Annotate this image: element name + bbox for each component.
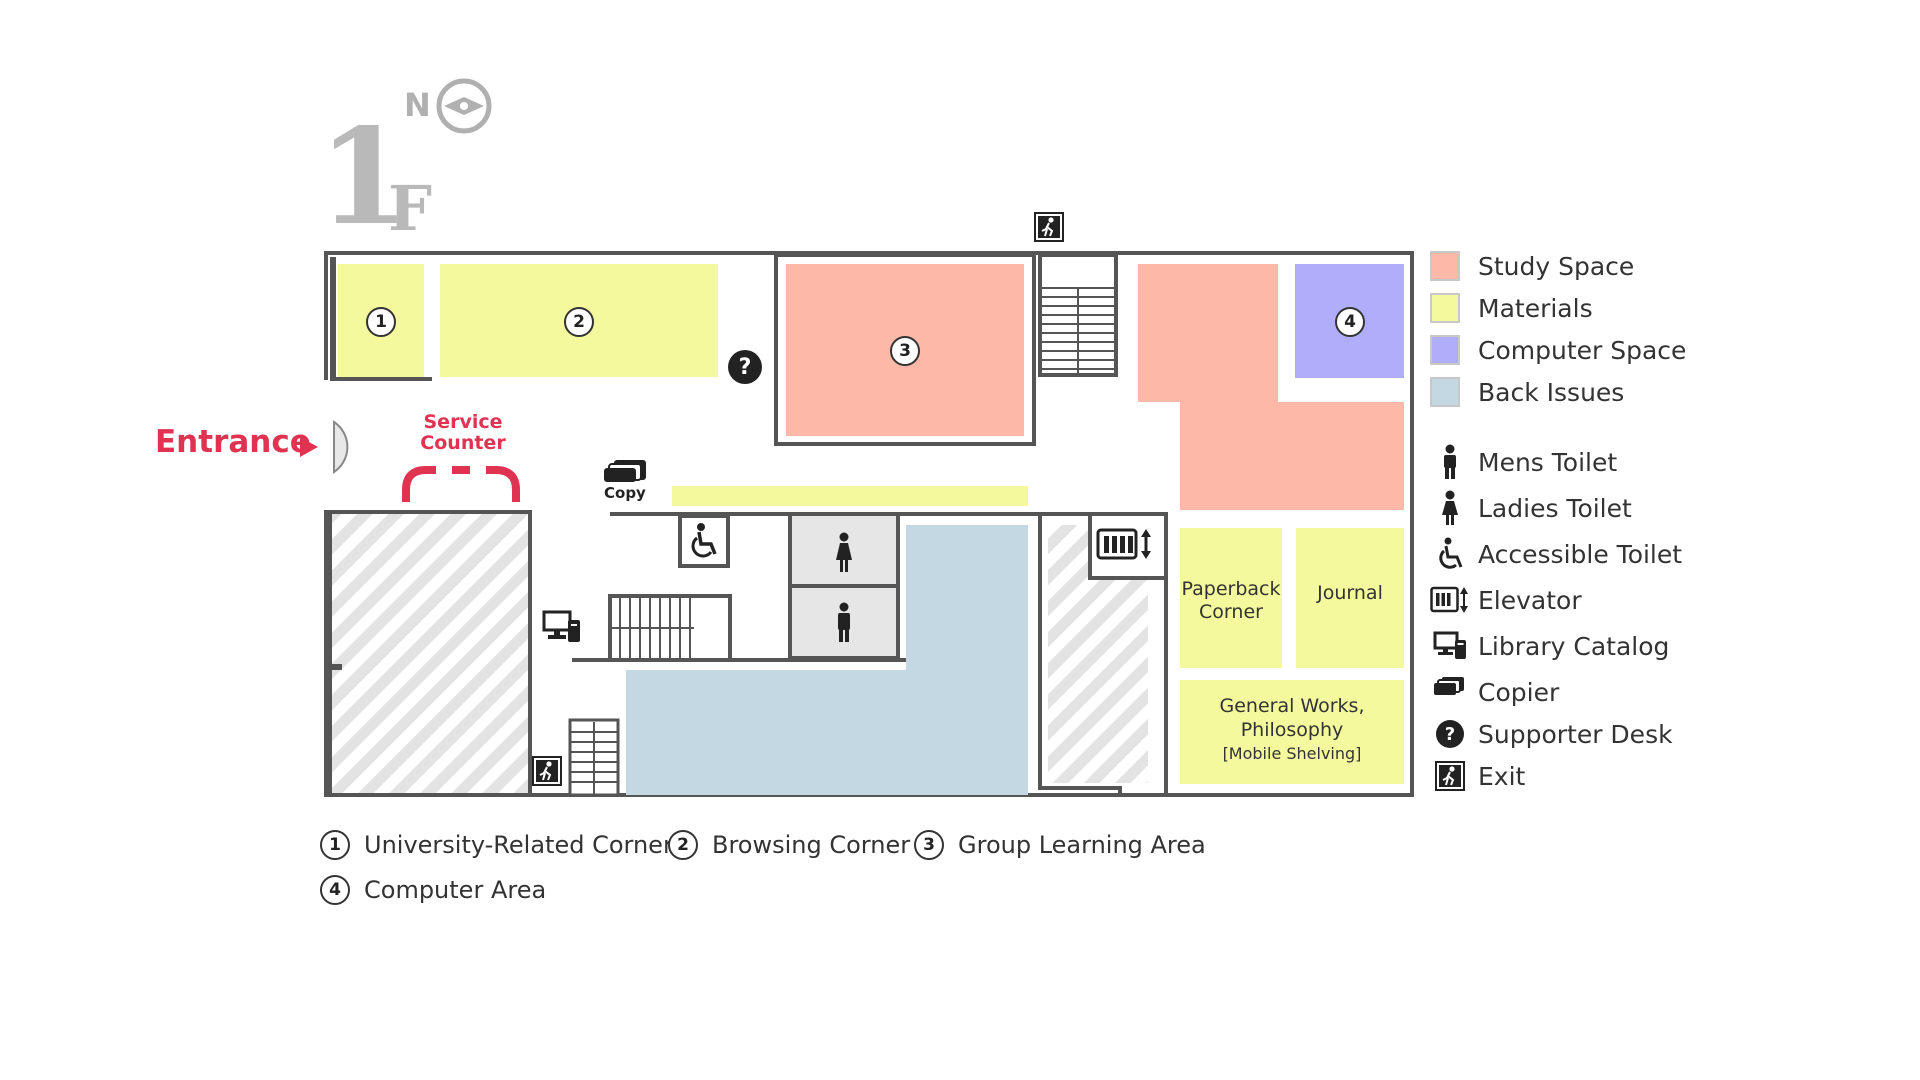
elevator-icon (1096, 528, 1151, 560)
service-counter-label: Service Counter (408, 412, 518, 454)
supporter-desk-icon: ? (1430, 716, 1470, 752)
note-3-label: Group Learning Area (958, 831, 1206, 859)
swatch-study (1430, 251, 1460, 281)
legend-elevator: Elevator (1430, 582, 1582, 618)
exit-icon-south (532, 756, 562, 786)
legend-supporter-desk: ? Supporter Desk (1430, 716, 1673, 752)
copier-map-label: Copy (604, 484, 646, 502)
journal-label: Journal (1317, 582, 1383, 604)
general-line1: General Works, (1219, 695, 1365, 717)
legend-supporter-text: Supporter Desk (1478, 719, 1673, 749)
copier-map: Copy (604, 458, 650, 501)
paperback-line2: Corner (1199, 601, 1263, 623)
note-4: 4 Computer Area (320, 875, 546, 905)
service-counter-right (486, 466, 520, 502)
paperback-corner-label: Paperback Corner (1180, 578, 1282, 624)
service-counter-left (402, 466, 436, 502)
compass-icon (436, 78, 492, 134)
room-general-works (1180, 680, 1404, 784)
legend-materials: Materials (1430, 290, 1593, 326)
exit-icon (1430, 758, 1470, 794)
ladies-toilet-icon (836, 532, 852, 572)
badge-room-1: 1 (366, 307, 396, 337)
entrance-label: Entrance (155, 424, 311, 460)
legend-catalog-text: Library Catalog (1478, 631, 1670, 661)
legend-accessible-toilet: Accessible Toilet (1430, 536, 1682, 572)
paperback-line1: Paperback (1181, 578, 1281, 600)
legend-exit-text: Exit (1478, 761, 1526, 791)
floor-number: 1 (318, 100, 410, 255)
accessible-toilet-icon (1430, 536, 1470, 572)
legend-study-text: Study Space (1478, 251, 1635, 281)
note-2: 2 Browsing Corner (668, 830, 910, 860)
supporter-desk-icon[interactable]: ? (728, 350, 762, 384)
badge-room-2: 2 (564, 307, 594, 337)
materials-strip (672, 486, 1028, 506)
legend-study-space: Study Space (1430, 248, 1634, 284)
swatch-computer (1430, 335, 1460, 365)
entrance-text: Entrance (155, 424, 311, 460)
hatched-area-west (328, 510, 532, 797)
note-1: 1 University-Related Corner (320, 830, 673, 860)
floor-letter: F (388, 172, 433, 245)
elevator-icon (1430, 582, 1470, 618)
room-journal (1296, 528, 1404, 668)
service-counter-line2: Counter (420, 432, 506, 454)
swatch-materials (1430, 293, 1460, 323)
legend-materials-text: Materials (1478, 293, 1593, 323)
general-line3: [Mobile Shelving] (1222, 744, 1362, 763)
entrance-arrow-icon (300, 437, 318, 457)
general-line2: Philosophy (1240, 719, 1344, 741)
library-catalog-icon[interactable] (542, 610, 582, 644)
north-label: N (404, 86, 431, 124)
legend-ladies-toilet: Ladies Toilet (1430, 490, 1632, 526)
entrance-door-icon (333, 420, 349, 474)
accessible-toilet-icon (691, 523, 717, 558)
legend-back-issues-text: Back Issues (1478, 377, 1625, 407)
note-2-label: Browsing Corner (712, 831, 911, 859)
swatch-back-issues (1430, 377, 1460, 407)
note-3-badge: 3 (914, 830, 944, 860)
room-study-space-east (1138, 264, 1404, 510)
legend-ladies-text: Ladies Toilet (1478, 493, 1632, 523)
badge-room-4: 4 (1335, 307, 1365, 337)
legend-copier: Copier (1430, 674, 1559, 710)
legend-exit: Exit (1430, 758, 1525, 794)
exit-icon-north (1034, 212, 1064, 242)
note-1-badge: 1 (320, 830, 350, 860)
mens-toilet-icon (838, 602, 850, 642)
copier-icon (1430, 674, 1470, 710)
legend-library-catalog: Library Catalog (1430, 628, 1669, 664)
library-catalog-icon (1430, 628, 1470, 664)
legend-computer-space: Computer Space (1430, 332, 1686, 368)
stairs-north (1040, 287, 1116, 375)
room-back-issues (626, 525, 1028, 795)
note-1-label: University-Related Corner (364, 831, 673, 859)
general-works-label: General Works, Philosophy [Mobile Shelvi… (1180, 694, 1404, 766)
note-2-badge: 2 (668, 830, 698, 860)
ladies-toilet-icon (1430, 490, 1470, 526)
legend-mens-toilet: Mens Toilet (1430, 444, 1617, 480)
legend-elevator-text: Elevator (1478, 585, 1582, 615)
supporter-desk-symbol: ? (1436, 720, 1464, 748)
legend-back-issues: Back Issues (1430, 374, 1624, 410)
legend-mens-text: Mens Toilet (1478, 447, 1618, 477)
note-4-label: Computer Area (364, 876, 547, 904)
legend-accessible-text: Accessible Toilet (1478, 539, 1683, 569)
note-3: 3 Group Learning Area (914, 830, 1206, 860)
stairs-south (570, 722, 618, 795)
legend-computer-text: Computer Space (1478, 335, 1687, 365)
mens-toilet-icon (1430, 444, 1470, 480)
legend-copier-text: Copier (1478, 677, 1560, 707)
room-paperback-corner (1180, 528, 1282, 668)
stairs-central (610, 598, 694, 660)
accessible-toilet-room (678, 514, 730, 568)
badge-room-3: 3 (890, 336, 920, 366)
note-4-badge: 4 (320, 875, 350, 905)
service-counter-line1: Service (423, 411, 503, 433)
copier-icon (604, 460, 646, 482)
